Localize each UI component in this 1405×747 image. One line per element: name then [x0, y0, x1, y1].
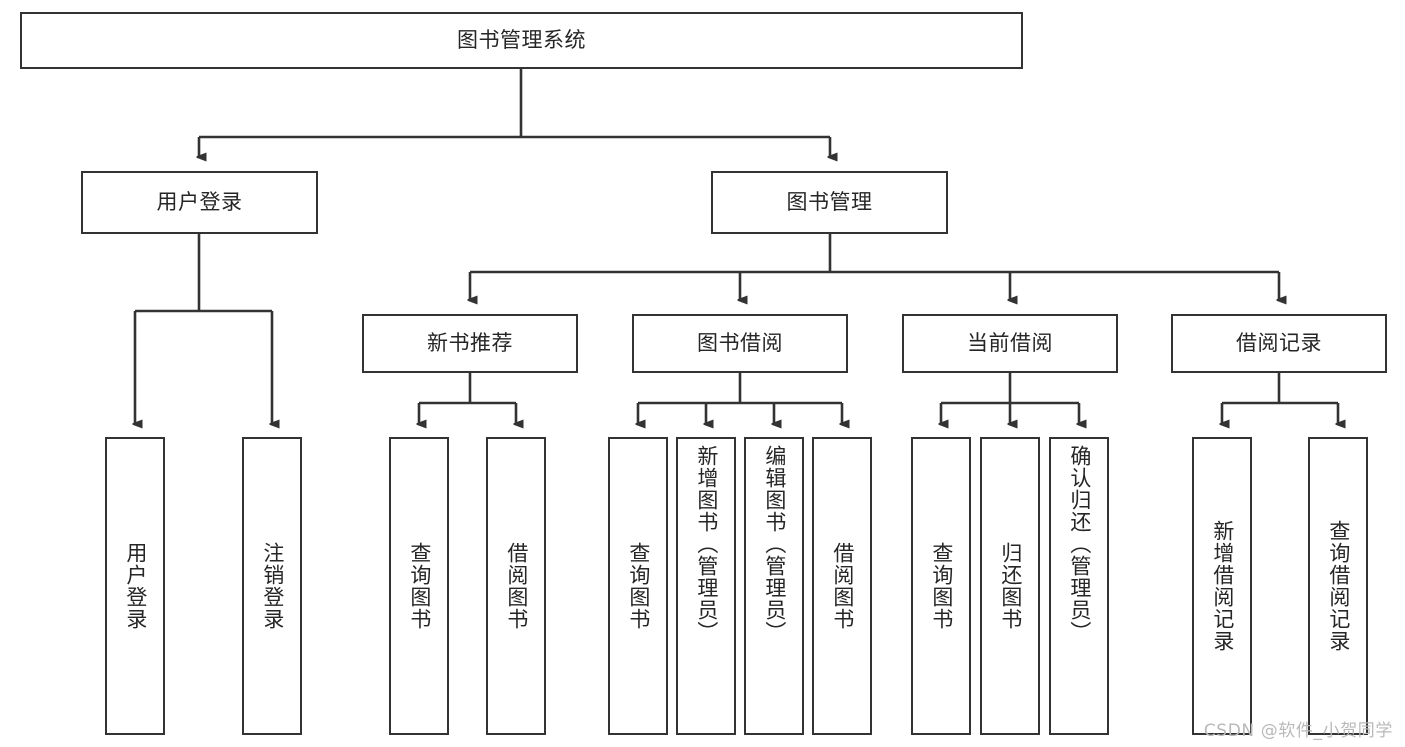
node-leaf-borrow-book-1-label: 借阅图书 [504, 542, 529, 630]
node-borrow-record[interactable]: 借阅记录 [1171, 314, 1387, 373]
node-leaf-query-record[interactable]: 查询借阅记录 [1308, 437, 1368, 735]
node-leaf-borrow-book-2[interactable]: 借阅图书 [812, 437, 872, 735]
node-leaf-borrow-book-1[interactable]: 借阅图书 [486, 437, 546, 735]
node-leaf-add-book[interactable]: 新增图书（管理员） [676, 437, 736, 735]
node-leaf-borrow-book-2-label: 借阅图书 [830, 542, 855, 630]
node-root[interactable]: 图书管理系统 [20, 12, 1023, 69]
node-root-label: 图书管理系统 [457, 28, 586, 53]
node-leaf-logout-label: 注销登录 [260, 542, 285, 630]
node-current-borrow-label: 当前借阅 [967, 331, 1053, 356]
node-leaf-confirm-return-label: 确认归还（管理员） [1067, 445, 1092, 643]
node-leaf-return-book[interactable]: 归还图书 [980, 437, 1040, 735]
node-book-manage[interactable]: 图书管理 [711, 171, 948, 234]
node-leaf-query-book-2[interactable]: 查询图书 [608, 437, 668, 735]
node-borrow-record-label: 借阅记录 [1236, 331, 1322, 356]
node-leaf-user-login[interactable]: 用户登录 [105, 437, 165, 735]
node-leaf-query-book-1[interactable]: 查询图书 [389, 437, 449, 735]
node-book-borrow-label: 图书借阅 [697, 331, 783, 356]
node-leaf-confirm-return[interactable]: 确认归还（管理员） [1049, 437, 1109, 735]
node-book-manage-label: 图书管理 [786, 190, 873, 215]
node-new-book-recommend-label: 新书推荐 [427, 331, 513, 356]
node-leaf-query-record-label: 查询借阅记录 [1326, 520, 1351, 652]
node-book-borrow[interactable]: 图书借阅 [632, 314, 848, 373]
node-leaf-edit-book-label: 编辑图书（管理员） [762, 445, 787, 643]
node-leaf-query-book-3-label: 查询图书 [929, 542, 954, 630]
watermark-text: CSDN @软件_小贺同学 [1203, 721, 1393, 741]
node-leaf-logout[interactable]: 注销登录 [242, 437, 302, 735]
node-leaf-user-login-label: 用户登录 [123, 542, 148, 630]
node-leaf-edit-book[interactable]: 编辑图书（管理员） [744, 437, 804, 735]
node-user-login-label: 用户登录 [156, 190, 243, 215]
node-new-book-recommend[interactable]: 新书推荐 [362, 314, 578, 373]
node-current-borrow[interactable]: 当前借阅 [902, 314, 1118, 373]
node-leaf-return-book-label: 归还图书 [998, 542, 1023, 630]
node-user-login[interactable]: 用户登录 [81, 171, 318, 234]
node-leaf-add-record-label: 新增借阅记录 [1210, 520, 1235, 652]
node-leaf-query-book-2-label: 查询图书 [626, 542, 651, 630]
node-leaf-add-book-label: 新增图书（管理员） [694, 445, 719, 643]
node-leaf-query-book-1-label: 查询图书 [407, 542, 432, 630]
node-leaf-add-record[interactable]: 新增借阅记录 [1192, 437, 1252, 735]
node-leaf-query-book-3[interactable]: 查询图书 [911, 437, 971, 735]
